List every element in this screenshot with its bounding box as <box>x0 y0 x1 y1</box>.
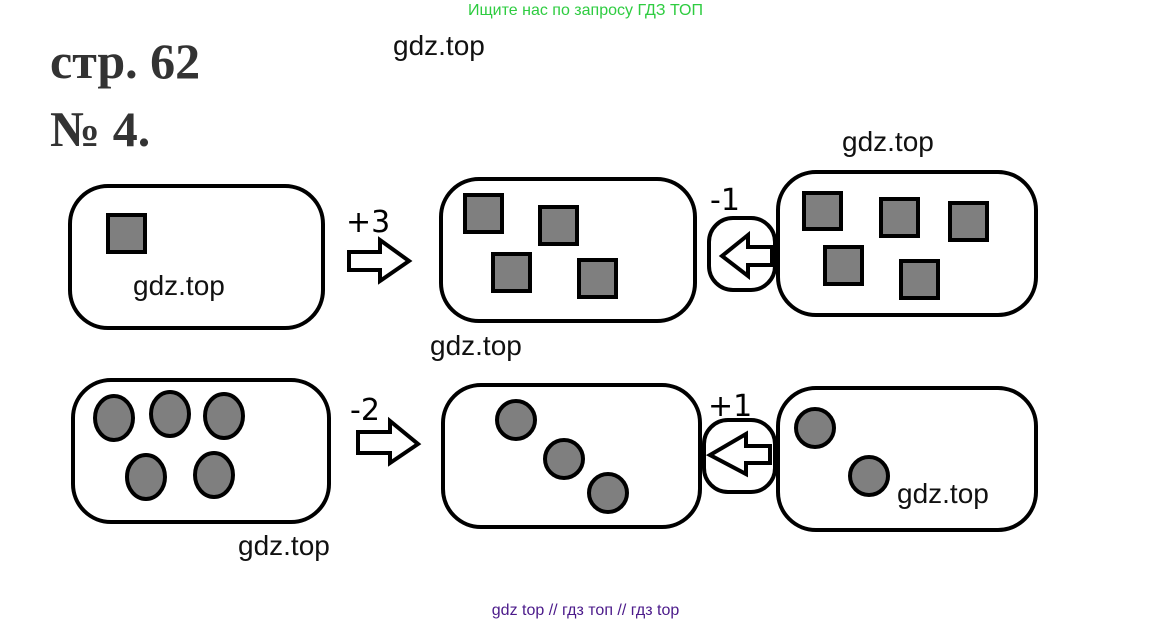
box-row1-2 <box>439 177 697 323</box>
arrow-right-icon <box>356 416 422 467</box>
box-row1-arrowbox <box>707 216 777 292</box>
box-row2-1 <box>71 378 331 524</box>
arrow-left-icon <box>705 430 772 478</box>
box-row1-1 <box>68 184 325 330</box>
watermark: gdz.top <box>430 330 522 361</box>
watermark: gdz.top <box>238 530 330 561</box>
operation-minus-2: -2 <box>350 393 380 428</box>
operation-plus-1: +1 <box>708 389 752 424</box>
watermark: gdz.top <box>842 126 934 157</box>
arrow-left-icon <box>718 230 774 281</box>
circles <box>93 390 890 514</box>
task-number: № 4. <box>50 101 151 157</box>
box-row2-2 <box>441 383 702 529</box>
operation-minus-1: -1 <box>710 183 740 218</box>
search-hint: Ищите нас по запросу ГДЗ ТОП <box>468 2 703 19</box>
box-row1-3 <box>776 170 1038 317</box>
box-row2-3 <box>776 386 1038 532</box>
watermark: gdz.top <box>897 478 989 509</box>
footer-watermark: gdz top // гдз топ // гдз top <box>491 602 680 619</box>
squares <box>106 191 989 300</box>
watermark: gdz.top <box>393 30 485 61</box>
arrow-right-icon <box>347 236 413 285</box>
page-number: стр. 62 <box>50 33 201 89</box>
watermark: gdz.top <box>133 270 225 301</box>
box-row2-arrowbox <box>702 418 777 494</box>
operation-plus-3: +3 <box>346 205 390 240</box>
